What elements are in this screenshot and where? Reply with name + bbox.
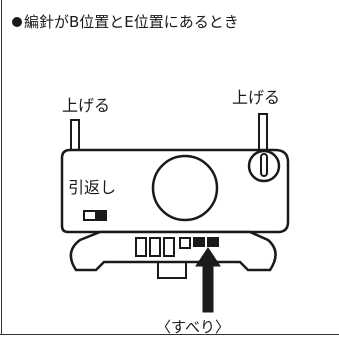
bullet-icon: [12, 17, 22, 27]
cam-slot-1: [135, 237, 147, 257]
label-return: 引返し: [68, 178, 117, 197]
diagram-heading: 編針がB位置とE位置にあるとき: [12, 12, 239, 32]
label-slide: 〈すべり〉: [156, 318, 230, 336]
cam-slot-2: [149, 237, 161, 257]
up-arrow-icon: [195, 247, 221, 313]
needle-right: [258, 113, 268, 153]
cam-slot-3: [163, 237, 175, 257]
needle-left: [70, 119, 80, 153]
cam-slot-5: [193, 237, 205, 247]
return-switch-knob: [95, 212, 105, 219]
frame-left-border: [1, 0, 2, 334]
round-knob: [151, 154, 219, 222]
small-dial-slot: [260, 153, 268, 177]
label-raise-right: 上げる: [232, 88, 281, 107]
frame-bottom-border: [0, 334, 339, 335]
label-raise-left: 上げる: [62, 96, 111, 115]
heading-text: 編針がB位置とE位置にあるとき: [24, 13, 239, 31]
bottom-notch: [157, 262, 187, 279]
cam-slot-4: [179, 237, 191, 249]
cam-slot-6: [207, 237, 219, 247]
